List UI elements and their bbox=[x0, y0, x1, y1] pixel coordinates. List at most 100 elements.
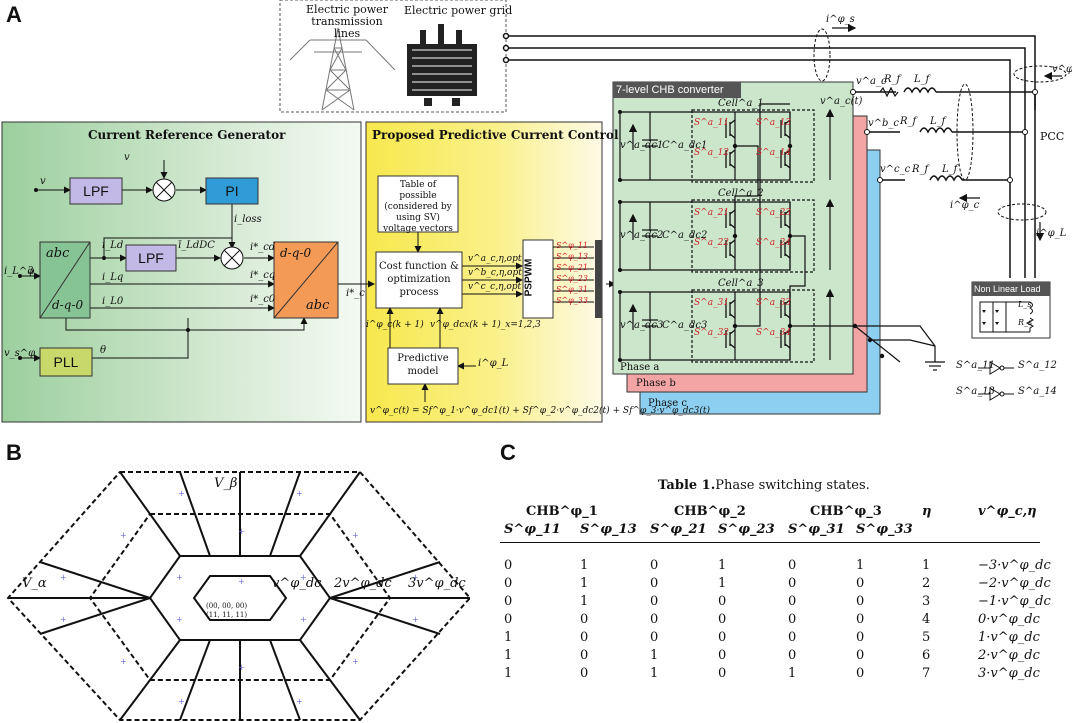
chb1-header: CHB^φ_1 bbox=[526, 504, 598, 519]
table-cell: 2·v^φ_dc bbox=[978, 648, 1040, 663]
cell1-switch-labels: S^a_11 S^a_13 S^a_12 S^a_14 bbox=[694, 118, 804, 178]
svg-text:+: + bbox=[238, 577, 245, 586]
table-cell: 1 bbox=[922, 558, 931, 573]
table-cell: 1 bbox=[580, 576, 589, 591]
table-cell: 0 bbox=[718, 648, 727, 663]
v3-label: 3v^φ_dc bbox=[408, 576, 466, 591]
table-cell: −2·v^φ_dc bbox=[978, 576, 1051, 591]
table-cell: 0 bbox=[788, 576, 797, 591]
theta-label: θ bbox=[100, 345, 107, 356]
table-cell: 0 bbox=[718, 666, 727, 681]
s33-label: S^a_33 bbox=[756, 298, 792, 308]
cell2-label: Cell^a_2 bbox=[718, 188, 764, 199]
sv-table-line-3: using SV) bbox=[396, 213, 440, 223]
lpf-block-1: LPF bbox=[83, 183, 109, 199]
i-cd-label: i*_cd bbox=[250, 242, 276, 253]
table-cell: 0 bbox=[580, 612, 589, 627]
predictive-model-box: Predictive model bbox=[388, 352, 458, 378]
switch-symbols bbox=[725, 119, 791, 349]
table-cell: 0 bbox=[718, 594, 727, 609]
col-s13: S^φ_13 bbox=[580, 522, 637, 537]
cost-line-1: Cost function & bbox=[379, 261, 459, 272]
chb3-header: CHB^φ_3 bbox=[810, 504, 882, 519]
s11-inv-label: S^a_11 bbox=[956, 360, 995, 371]
vdc3-label: v^a_dc3 bbox=[620, 320, 664, 331]
table-caption: Table 1.Phase switching states. bbox=[658, 478, 870, 493]
vdc1-label: v^a_dc1 bbox=[620, 140, 664, 151]
s11-label: S^a_11 bbox=[694, 118, 730, 128]
vector-markers: +++ +++ +++ +++ +++ +++ + bbox=[60, 489, 419, 706]
table-caption-bold: Table 1. bbox=[658, 478, 716, 493]
crg-title: Current Reference Generator bbox=[88, 128, 286, 142]
sv-table-line-4: voltage vectors bbox=[383, 224, 453, 234]
i-cq-label: i*_cq bbox=[250, 270, 276, 281]
panel-letter-b: B bbox=[6, 440, 22, 465]
table-cell: 0 bbox=[650, 594, 659, 609]
s13-label: S^a_13 bbox=[756, 118, 792, 128]
table-cell: 0 bbox=[504, 612, 513, 627]
v2-label: 2v^φ_dc bbox=[334, 576, 392, 591]
table-cell: 1 bbox=[650, 648, 659, 663]
converter-title: 7-level CHB converter bbox=[616, 84, 724, 96]
table-cell: 1 bbox=[504, 630, 513, 645]
pred-line-1: Predictive bbox=[397, 353, 449, 364]
pspwm-sw-2: S^φ_21 bbox=[556, 263, 588, 272]
ppc-title: Proposed Predictive Current Control bbox=[372, 128, 619, 142]
table-cell: 6 bbox=[922, 648, 931, 663]
cost-line-2: optimization bbox=[387, 274, 451, 285]
col-eta: η bbox=[922, 504, 932, 519]
i-loss-label: i_loss bbox=[234, 214, 262, 225]
vc-label: v^c_c bbox=[880, 164, 911, 175]
pspwm-sw-1: S^φ_13 bbox=[556, 252, 588, 261]
vs-input-label: v_s^φ bbox=[4, 348, 36, 359]
rf-label-1: R_f bbox=[884, 74, 901, 85]
table-cell: 0 bbox=[504, 576, 513, 591]
phase-b-label: Phase b bbox=[636, 378, 676, 389]
vdc2-label: v^a_dc2 bbox=[620, 230, 664, 241]
table-header-row: S^φ_11 S^φ_13 S^φ_21 S^φ_23 S^φ_31 S^φ_3… bbox=[500, 504, 1040, 543]
table-cell: 0 bbox=[788, 558, 797, 573]
table-cell: 1 bbox=[856, 558, 865, 573]
table-cell: 1 bbox=[504, 648, 513, 663]
cost-line-3: process bbox=[399, 287, 439, 298]
table-cell: 0 bbox=[856, 648, 865, 663]
sv-table-box: Table of possible (considered by using S… bbox=[380, 180, 456, 235]
svg-text:+: + bbox=[176, 573, 183, 582]
bus-width-label: 3 bbox=[28, 266, 34, 276]
output-equation: v^φ_c(t) = Sf^φ_1·v^φ_dc1(t) + Sf^φ_2·v^… bbox=[370, 406, 710, 416]
space-vector-hexagon: +++ +++ +++ +++ +++ +++ + bbox=[6, 471, 472, 721]
table-cell: 7 bbox=[922, 666, 931, 681]
dq0-label-top: d-q-0 bbox=[280, 246, 312, 260]
table-cell: −1·v^φ_dc bbox=[978, 594, 1051, 609]
table-cell: 0 bbox=[788, 648, 797, 663]
table-cell: 0 bbox=[856, 666, 865, 681]
cost-function-box: Cost function & optimization process bbox=[376, 260, 462, 299]
dq0-to-abc-block bbox=[273, 241, 339, 319]
table-cell: 1 bbox=[504, 666, 513, 681]
rf-label-2: R_f bbox=[900, 116, 917, 127]
cell1-label: Cell^a_1 bbox=[718, 98, 764, 109]
switching-states-table: Table 1.Phase switching states. CHB^φ_1 … bbox=[500, 478, 1060, 718]
lf-label-1: L_f bbox=[914, 74, 930, 85]
table-cell: 5 bbox=[922, 630, 931, 645]
s24-label: S^a_24 bbox=[756, 238, 792, 248]
abc-label-bottom: abc bbox=[306, 298, 330, 313]
center-vector-label-1: (00, 00, 00) bbox=[206, 602, 248, 610]
table-cell: 1 bbox=[718, 558, 727, 573]
table-cell: 1 bbox=[788, 666, 797, 681]
table-cell: 1 bbox=[650, 666, 659, 681]
is-label: i^φ_s bbox=[826, 14, 855, 25]
table-cell: 0 bbox=[580, 666, 589, 681]
svg-text:+: + bbox=[176, 615, 183, 624]
i-lddc-label: ī_LdDC bbox=[178, 240, 215, 251]
table-cell: 0 bbox=[650, 558, 659, 573]
table-cell: 0 bbox=[718, 630, 727, 645]
vdc-ref-label: v bbox=[124, 152, 130, 163]
pspwm-sw-0: S^φ_11 bbox=[556, 241, 588, 250]
pspwm-label: PSPWM bbox=[523, 258, 535, 297]
s31-label: S^a_31 bbox=[694, 298, 730, 308]
pspwm-sw-4: S^φ_31 bbox=[556, 285, 588, 294]
